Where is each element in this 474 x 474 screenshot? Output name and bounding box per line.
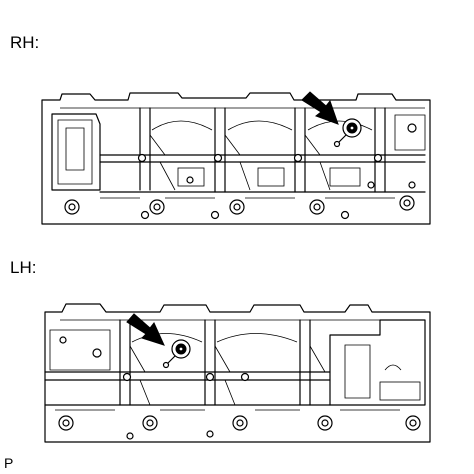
- rh-arrow-icon: [301, 91, 339, 125]
- lh-label: LH:: [10, 258, 37, 277]
- rh-label: RH:: [10, 33, 40, 52]
- illustration-code: P: [4, 455, 14, 471]
- lh-plug-icon: [162, 339, 191, 369]
- lh-engine-block: [44, 303, 431, 443]
- lh-arrow-icon: [126, 313, 165, 346]
- rh-engine-block: [41, 92, 431, 225]
- rh-plug-icon: [333, 118, 362, 148]
